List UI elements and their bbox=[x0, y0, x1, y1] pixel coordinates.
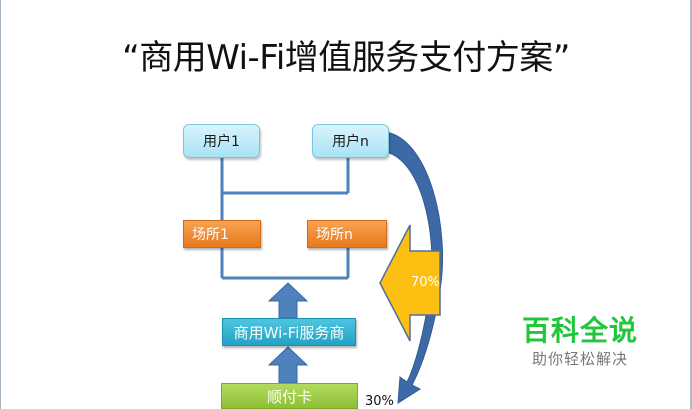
node-wifi-provider: 商用Wi-Fi服务商 bbox=[222, 318, 356, 346]
up-arrow-icon bbox=[267, 346, 309, 384]
slide-border-left bbox=[0, 0, 1, 409]
watermark-name: 百科全说 bbox=[521, 314, 638, 347]
node-venue-n: 场所n bbox=[307, 220, 387, 248]
node-venue-1: 场所1 bbox=[183, 220, 261, 248]
venue-share-label: 70% bbox=[411, 275, 440, 290]
card-share-label: 30% bbox=[365, 394, 394, 409]
share-arrow-icon bbox=[379, 224, 441, 342]
slide-border-right bbox=[690, 0, 692, 409]
node-user-1: 用户1 bbox=[183, 124, 260, 158]
venue-connectors bbox=[220, 248, 350, 280]
curved-flow-arrow-icon bbox=[385, 131, 443, 404]
node-user-n: 用户n bbox=[312, 124, 389, 158]
slide-title: “商用Wi-Fi增值服务支付方案” bbox=[122, 38, 570, 78]
node-prepaid-card: 顺付卡 bbox=[221, 383, 358, 409]
up-arrow-icon bbox=[267, 282, 309, 319]
watermark-slogan: 助你轻松解决 bbox=[531, 350, 628, 368]
user-connectors bbox=[220, 158, 350, 220]
watermark: 百科全说 助你轻松解决 bbox=[512, 314, 648, 370]
